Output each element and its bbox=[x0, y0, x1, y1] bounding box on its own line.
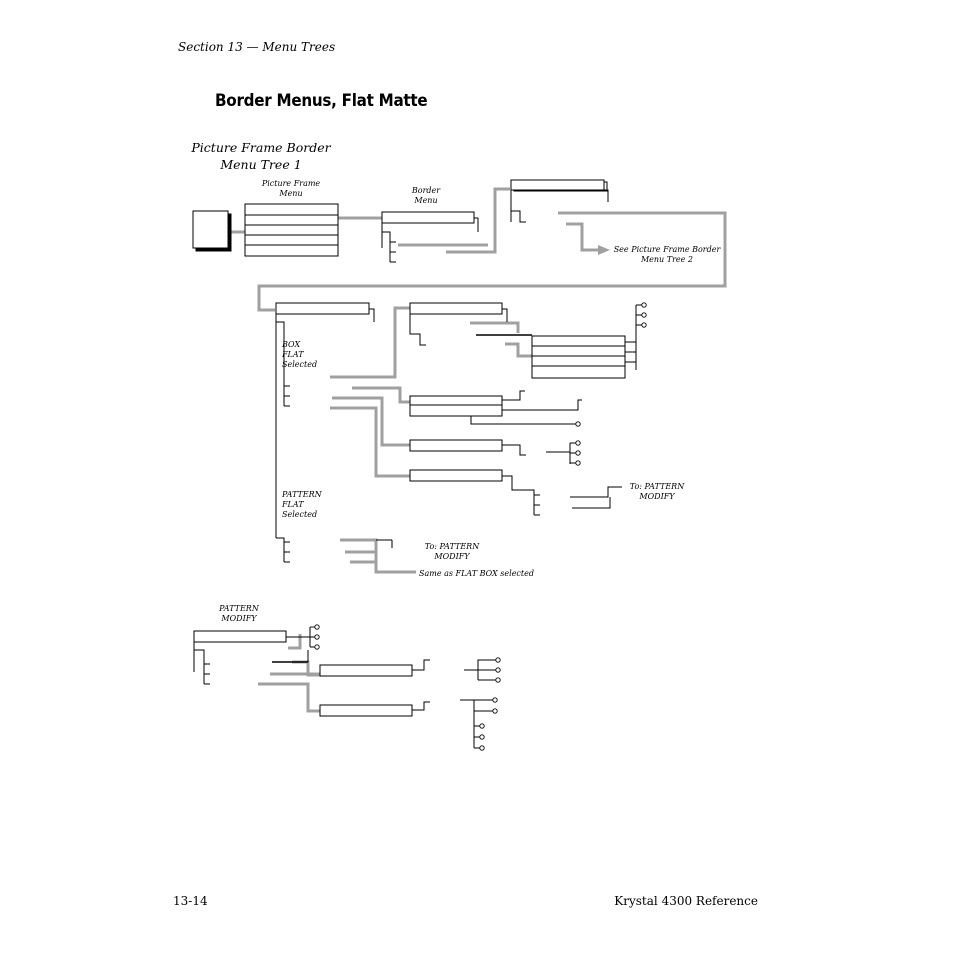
label-box-flat-selected: BOX FLAT Selected bbox=[282, 340, 318, 369]
section-header: Section 13 — Menu Trees bbox=[178, 40, 336, 54]
label-pattern-flat-selected: PATTERN FLAT Selected bbox=[282, 490, 322, 519]
label-to-pattern-modify-right: To: PATTERN MODIFY bbox=[629, 482, 685, 501]
label-to-pattern-modify-left: To: PATTERN MODIFY bbox=[424, 542, 480, 561]
label-same-as-flat-box: Same as FLAT BOX selected bbox=[419, 569, 534, 578]
arrow-head bbox=[598, 245, 610, 255]
gray-connectors bbox=[231, 187, 727, 713]
label-pattern-modify: PATTERN MODIFY bbox=[219, 604, 259, 623]
manual-name: Krystal 4300 Reference bbox=[614, 894, 758, 908]
diagram-title-text: Picture Frame Border Menu Tree 1 bbox=[191, 140, 331, 172]
menu-boxes bbox=[192, 179, 626, 717]
label-see-tree-2: See Picture Frame Border Menu Tree 2 bbox=[613, 245, 721, 264]
page-number: 13-14 bbox=[173, 894, 208, 908]
label-border-menu: Border Menu bbox=[411, 186, 441, 205]
tree-lines bbox=[193, 189, 641, 749]
label-picture-frame-menu: Picture Frame Menu bbox=[261, 179, 321, 198]
diagram-title: Picture Frame Border Menu Tree 1 bbox=[186, 139, 336, 173]
page-title: Border Menus, Flat Matte bbox=[215, 91, 428, 110]
